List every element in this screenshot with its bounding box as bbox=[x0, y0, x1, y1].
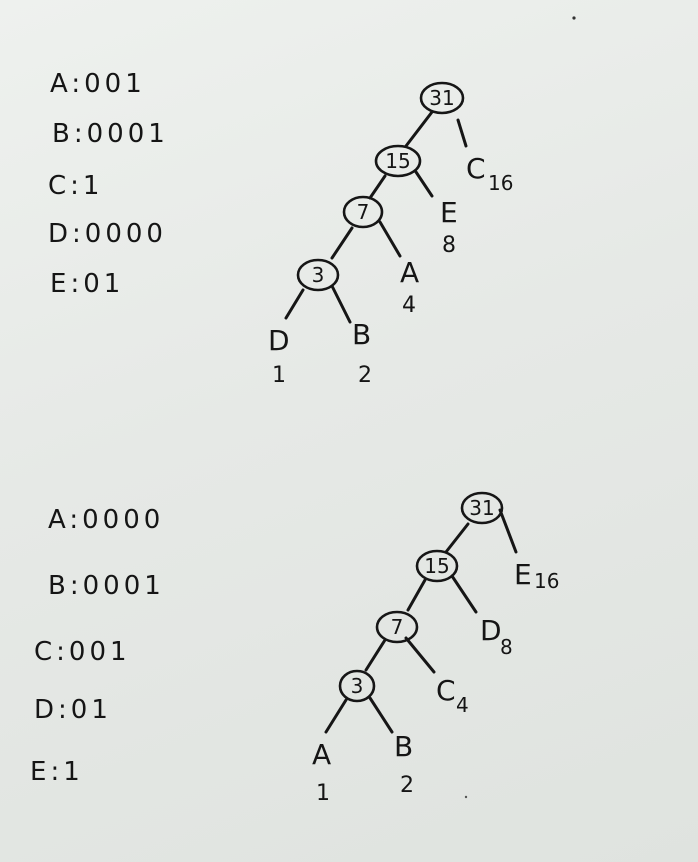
edge bbox=[444, 522, 470, 554]
svg-text:15: 15 bbox=[424, 554, 449, 578]
svg-text:2: 2 bbox=[400, 773, 414, 798]
leaf-c: C 4 bbox=[436, 674, 469, 717]
svg-text:D: D bbox=[268, 324, 290, 357]
internal-node-7: 7 bbox=[375, 610, 419, 644]
code-row-d: D:01 bbox=[34, 695, 112, 725]
edge bbox=[450, 574, 478, 614]
stray-dot bbox=[572, 16, 576, 20]
edge bbox=[414, 170, 434, 198]
svg-text:B: B bbox=[352, 318, 371, 351]
svg-text:A: A bbox=[312, 738, 331, 771]
internal-node-15: 15 bbox=[374, 144, 422, 178]
svg-text:8: 8 bbox=[442, 233, 456, 258]
svg-text:D: D bbox=[480, 614, 502, 647]
svg-text:7: 7 bbox=[391, 615, 404, 639]
svg-text:A: A bbox=[400, 256, 419, 289]
internal-node-7: 7 bbox=[342, 195, 384, 229]
internal-node-31: 31 bbox=[460, 491, 504, 525]
svg-text:16: 16 bbox=[488, 171, 513, 195]
edge bbox=[368, 174, 387, 200]
code-row-c: C:1 bbox=[48, 171, 103, 201]
svg-text:C: C bbox=[466, 152, 486, 185]
svg-text:2: 2 bbox=[358, 363, 372, 388]
code-row-a: A:0000 bbox=[48, 505, 164, 535]
code-row-d: D:0000 bbox=[48, 219, 167, 249]
svg-text:B: B bbox=[394, 730, 413, 763]
leaf-d: D 1 bbox=[268, 324, 290, 388]
svg-text:3: 3 bbox=[351, 674, 364, 698]
svg-text:E: E bbox=[440, 196, 458, 229]
edge bbox=[404, 110, 434, 148]
huffman-tree-1: 31 15 7 3 C 16 E 8 A 4 D 1 bbox=[268, 81, 513, 388]
edge bbox=[456, 118, 468, 148]
leaf-b: B 2 bbox=[352, 318, 372, 388]
huffman-tree-2: 31 15 7 3 E 16 D 8 C 4 A 1 bbox=[312, 491, 559, 806]
internal-node-31: 31 bbox=[419, 81, 465, 115]
edge bbox=[364, 638, 387, 672]
leaf-c: C 16 bbox=[466, 152, 513, 195]
svg-text:15: 15 bbox=[385, 149, 410, 173]
leaf-e: E 8 bbox=[440, 196, 458, 258]
svg-text:3: 3 bbox=[312, 263, 325, 287]
edge bbox=[404, 636, 436, 674]
edge bbox=[330, 284, 352, 324]
svg-text:16: 16 bbox=[534, 569, 559, 593]
svg-text:4: 4 bbox=[402, 293, 416, 318]
svg-text:31: 31 bbox=[429, 86, 454, 110]
code-row-e: E:1 bbox=[30, 757, 84, 787]
svg-text:E: E bbox=[514, 558, 532, 591]
edge bbox=[284, 288, 305, 320]
leaf-d: D 8 bbox=[480, 614, 513, 659]
leaf-b: B 2 bbox=[394, 730, 414, 798]
code-row-b: B:0001 bbox=[48, 571, 165, 601]
internal-node-15: 15 bbox=[415, 549, 459, 583]
leaf-a: A 4 bbox=[400, 256, 419, 318]
edge bbox=[368, 696, 394, 734]
svg-text:1: 1 bbox=[272, 363, 286, 388]
edge bbox=[406, 578, 427, 612]
code-table-2: A:0000 B:0001 C:001 D:01 E:1 bbox=[30, 505, 165, 787]
stray-dot bbox=[464, 795, 468, 799]
svg-text:8: 8 bbox=[500, 635, 513, 659]
code-row-a: A:001 bbox=[50, 69, 146, 99]
edge bbox=[330, 226, 354, 260]
svg-text:31: 31 bbox=[469, 496, 494, 520]
leaf-a: A 1 bbox=[312, 738, 331, 806]
svg-text:1: 1 bbox=[316, 781, 330, 806]
code-row-c: C:001 bbox=[34, 637, 131, 667]
edge bbox=[324, 698, 348, 734]
code-table-1: A:001 B:0001 C:1 D:0000 E:01 bbox=[48, 69, 169, 299]
code-row-e: E:01 bbox=[50, 269, 124, 299]
svg-text:C: C bbox=[436, 674, 456, 707]
internal-node-3: 3 bbox=[338, 669, 376, 703]
internal-node-3: 3 bbox=[296, 258, 340, 292]
code-row-b: B:0001 bbox=[52, 119, 169, 149]
edge bbox=[378, 220, 402, 258]
leaf-e: E 16 bbox=[514, 558, 559, 593]
edge bbox=[498, 508, 518, 554]
svg-text:7: 7 bbox=[357, 200, 370, 224]
svg-text:4: 4 bbox=[456, 693, 469, 717]
